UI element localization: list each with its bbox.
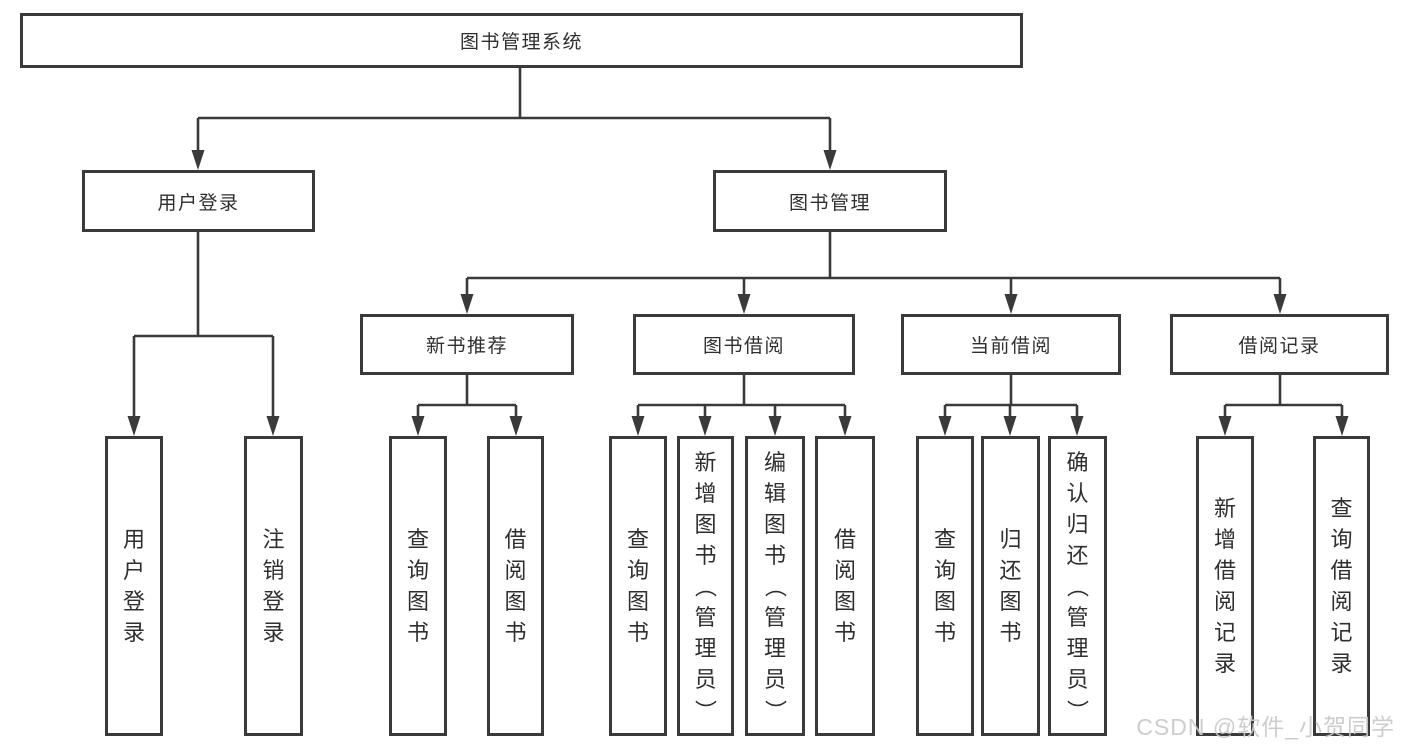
leaf-query-books-3: 查询图书 — [916, 436, 974, 736]
leaf-borrow-books-1: 借阅图书 — [487, 436, 544, 736]
leaf-logout: 注销登录 — [244, 436, 303, 736]
leaf-return-books: 归还图书 — [981, 436, 1040, 736]
node-current-borrow-label: 当前借阅 — [969, 336, 1052, 357]
node-user-login: 用户登录 — [82, 170, 315, 232]
leaf-borrow-books-2: 借阅图书 — [815, 436, 875, 736]
leaf-query-borrow-record: 查询借阅记录 — [1313, 436, 1370, 736]
connector-paths — [132, 68, 1344, 418]
node-root: 图书管理系统 — [20, 13, 1023, 68]
node-book-management-label: 图书管理 — [788, 192, 871, 214]
node-borrow-records: 借阅记录 — [1170, 314, 1389, 375]
leaf-add-book-admin: 新增图书（管理员） — [677, 436, 734, 736]
csdn-watermark: CSDN @软件_小贺同学 — [1136, 714, 1395, 740]
node-user-login-label: 用户登录 — [157, 192, 240, 214]
leaf-edit-book-admin: 编辑图书（管理员） — [745, 436, 805, 736]
node-borrow-records-label: 借阅记录 — [1238, 336, 1321, 357]
leaf-add-borrow-record: 新增借阅记录 — [1196, 436, 1254, 736]
arrowheads — [127, 150, 1349, 436]
node-book-management: 图书管理 — [713, 170, 947, 232]
node-current-borrow: 当前借阅 — [901, 314, 1121, 375]
leaf-query-books-1: 查询图书 — [389, 436, 447, 736]
leaf-user-login: 用户登录 — [105, 436, 163, 736]
leaf-query-books-2: 查询图书 — [609, 436, 667, 736]
leaf-confirm-return-admin: 确认归还（管理员） — [1048, 436, 1107, 736]
node-book-borrow: 图书借阅 — [633, 314, 855, 375]
node-book-borrow-label: 图书借阅 — [702, 336, 785, 357]
node-new-book-recommend-label: 新书推荐 — [425, 336, 508, 357]
node-new-book-recommend: 新书推荐 — [360, 314, 574, 375]
node-root-label: 图书管理系统 — [459, 32, 583, 53]
